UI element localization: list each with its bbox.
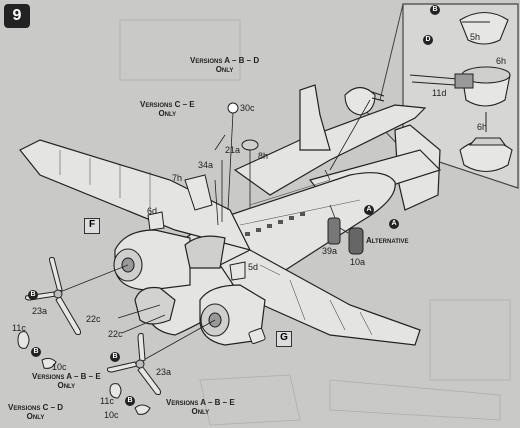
version-note-abe-left: Versions A – B – E Only — [32, 372, 101, 390]
part-8h — [241, 139, 259, 151]
part-number-10c-left: 10c — [52, 362, 67, 372]
version-note-line2: Only — [57, 381, 76, 390]
wheel-part — [248, 328, 266, 344]
callout-circle-a-upper: A — [364, 205, 374, 215]
callout-circle-a-lower: A — [389, 219, 399, 229]
panel-lines — [59, 150, 373, 336]
background-ghost-print — [119, 19, 511, 426]
part-number-39a: 39a — [322, 246, 338, 256]
callout-box-g: G — [276, 331, 292, 347]
version-note-line1: Versions A – B – D — [190, 56, 260, 65]
part-6d — [147, 211, 165, 231]
callout-circle-d-inset: D — [423, 35, 433, 45]
alternative-label: Alternative — [366, 236, 409, 245]
part-5d — [229, 261, 246, 281]
part-number-11c-left: 11c — [12, 323, 26, 333]
part-number-23a-bottom: 23a — [156, 367, 172, 377]
part-number-23a-top: 23a — [32, 306, 48, 316]
version-note-line2: Only — [158, 109, 177, 118]
part-number-7h: 7h — [172, 173, 183, 183]
part-number-22c-lower: 22c — [108, 329, 123, 339]
version-note-line2: Only — [215, 65, 234, 74]
part-30c-ring — [227, 102, 239, 114]
part-number-6h-right: 6h — [496, 56, 507, 66]
part-number-6d: 6d — [147, 206, 158, 216]
dome-turret — [344, 86, 385, 116]
aircraft-assembly — [19, 84, 442, 346]
part-number-34a: 34a — [198, 160, 214, 170]
version-note-line1: Versions A – B – E — [32, 372, 101, 381]
version-note-line1: Versions C – D — [8, 403, 64, 412]
part-number-22c-upper: 22c — [86, 314, 101, 324]
part-number-11d: 11d — [432, 88, 447, 98]
leader-lines — [59, 99, 371, 363]
part-7h-canopy — [184, 174, 213, 211]
part-number-8h: 8h — [258, 151, 269, 161]
version-note-line1: Versions A – B – E — [166, 398, 235, 407]
propeller-lower — [107, 333, 161, 395]
version-note-line2: Only — [26, 412, 45, 421]
version-note-cd: Versions C – D Only — [8, 403, 63, 421]
part-10a — [348, 227, 364, 255]
part-number-21a: 21a — [225, 145, 241, 155]
twin-guns-part — [409, 73, 474, 89]
version-note-line1: Versions C – E — [140, 100, 195, 109]
callout-circle-b-bottom: B — [125, 396, 135, 406]
version-note-ce-top: Versions C – E Only — [140, 100, 195, 118]
part-number-11c-bottom: 11c — [100, 396, 114, 406]
callout-circle-b-left: B — [31, 347, 41, 357]
cabin-windows — [245, 212, 305, 236]
turret-final-part — [459, 137, 513, 173]
step-number-badge: 9 — [4, 4, 30, 28]
callout-circle-b-upper-prop: B — [28, 290, 38, 300]
version-note-abe-bottom: Versions A – B – E Only — [166, 398, 235, 416]
part-39a — [327, 217, 341, 245]
turret-dome-part — [459, 11, 509, 45]
version-note-line2: Only — [191, 407, 210, 416]
callout-circle-b-inset: B — [430, 5, 440, 15]
part-number-10a: 10a — [350, 257, 366, 267]
callout-box-f: F — [84, 218, 100, 234]
version-note-abd: Versions A – B – D Only — [190, 56, 259, 74]
part-number-6h-inset: 6h — [477, 122, 488, 132]
part-number-10c-bottom: 10c — [104, 410, 119, 420]
part-number-5d: 5d — [248, 262, 259, 272]
callout-circle-b-lower-prop: B — [110, 352, 120, 362]
spinners — [17, 331, 151, 415]
part-number-5h: 5h — [470, 32, 481, 42]
part-number-30c: 30c — [240, 103, 255, 113]
